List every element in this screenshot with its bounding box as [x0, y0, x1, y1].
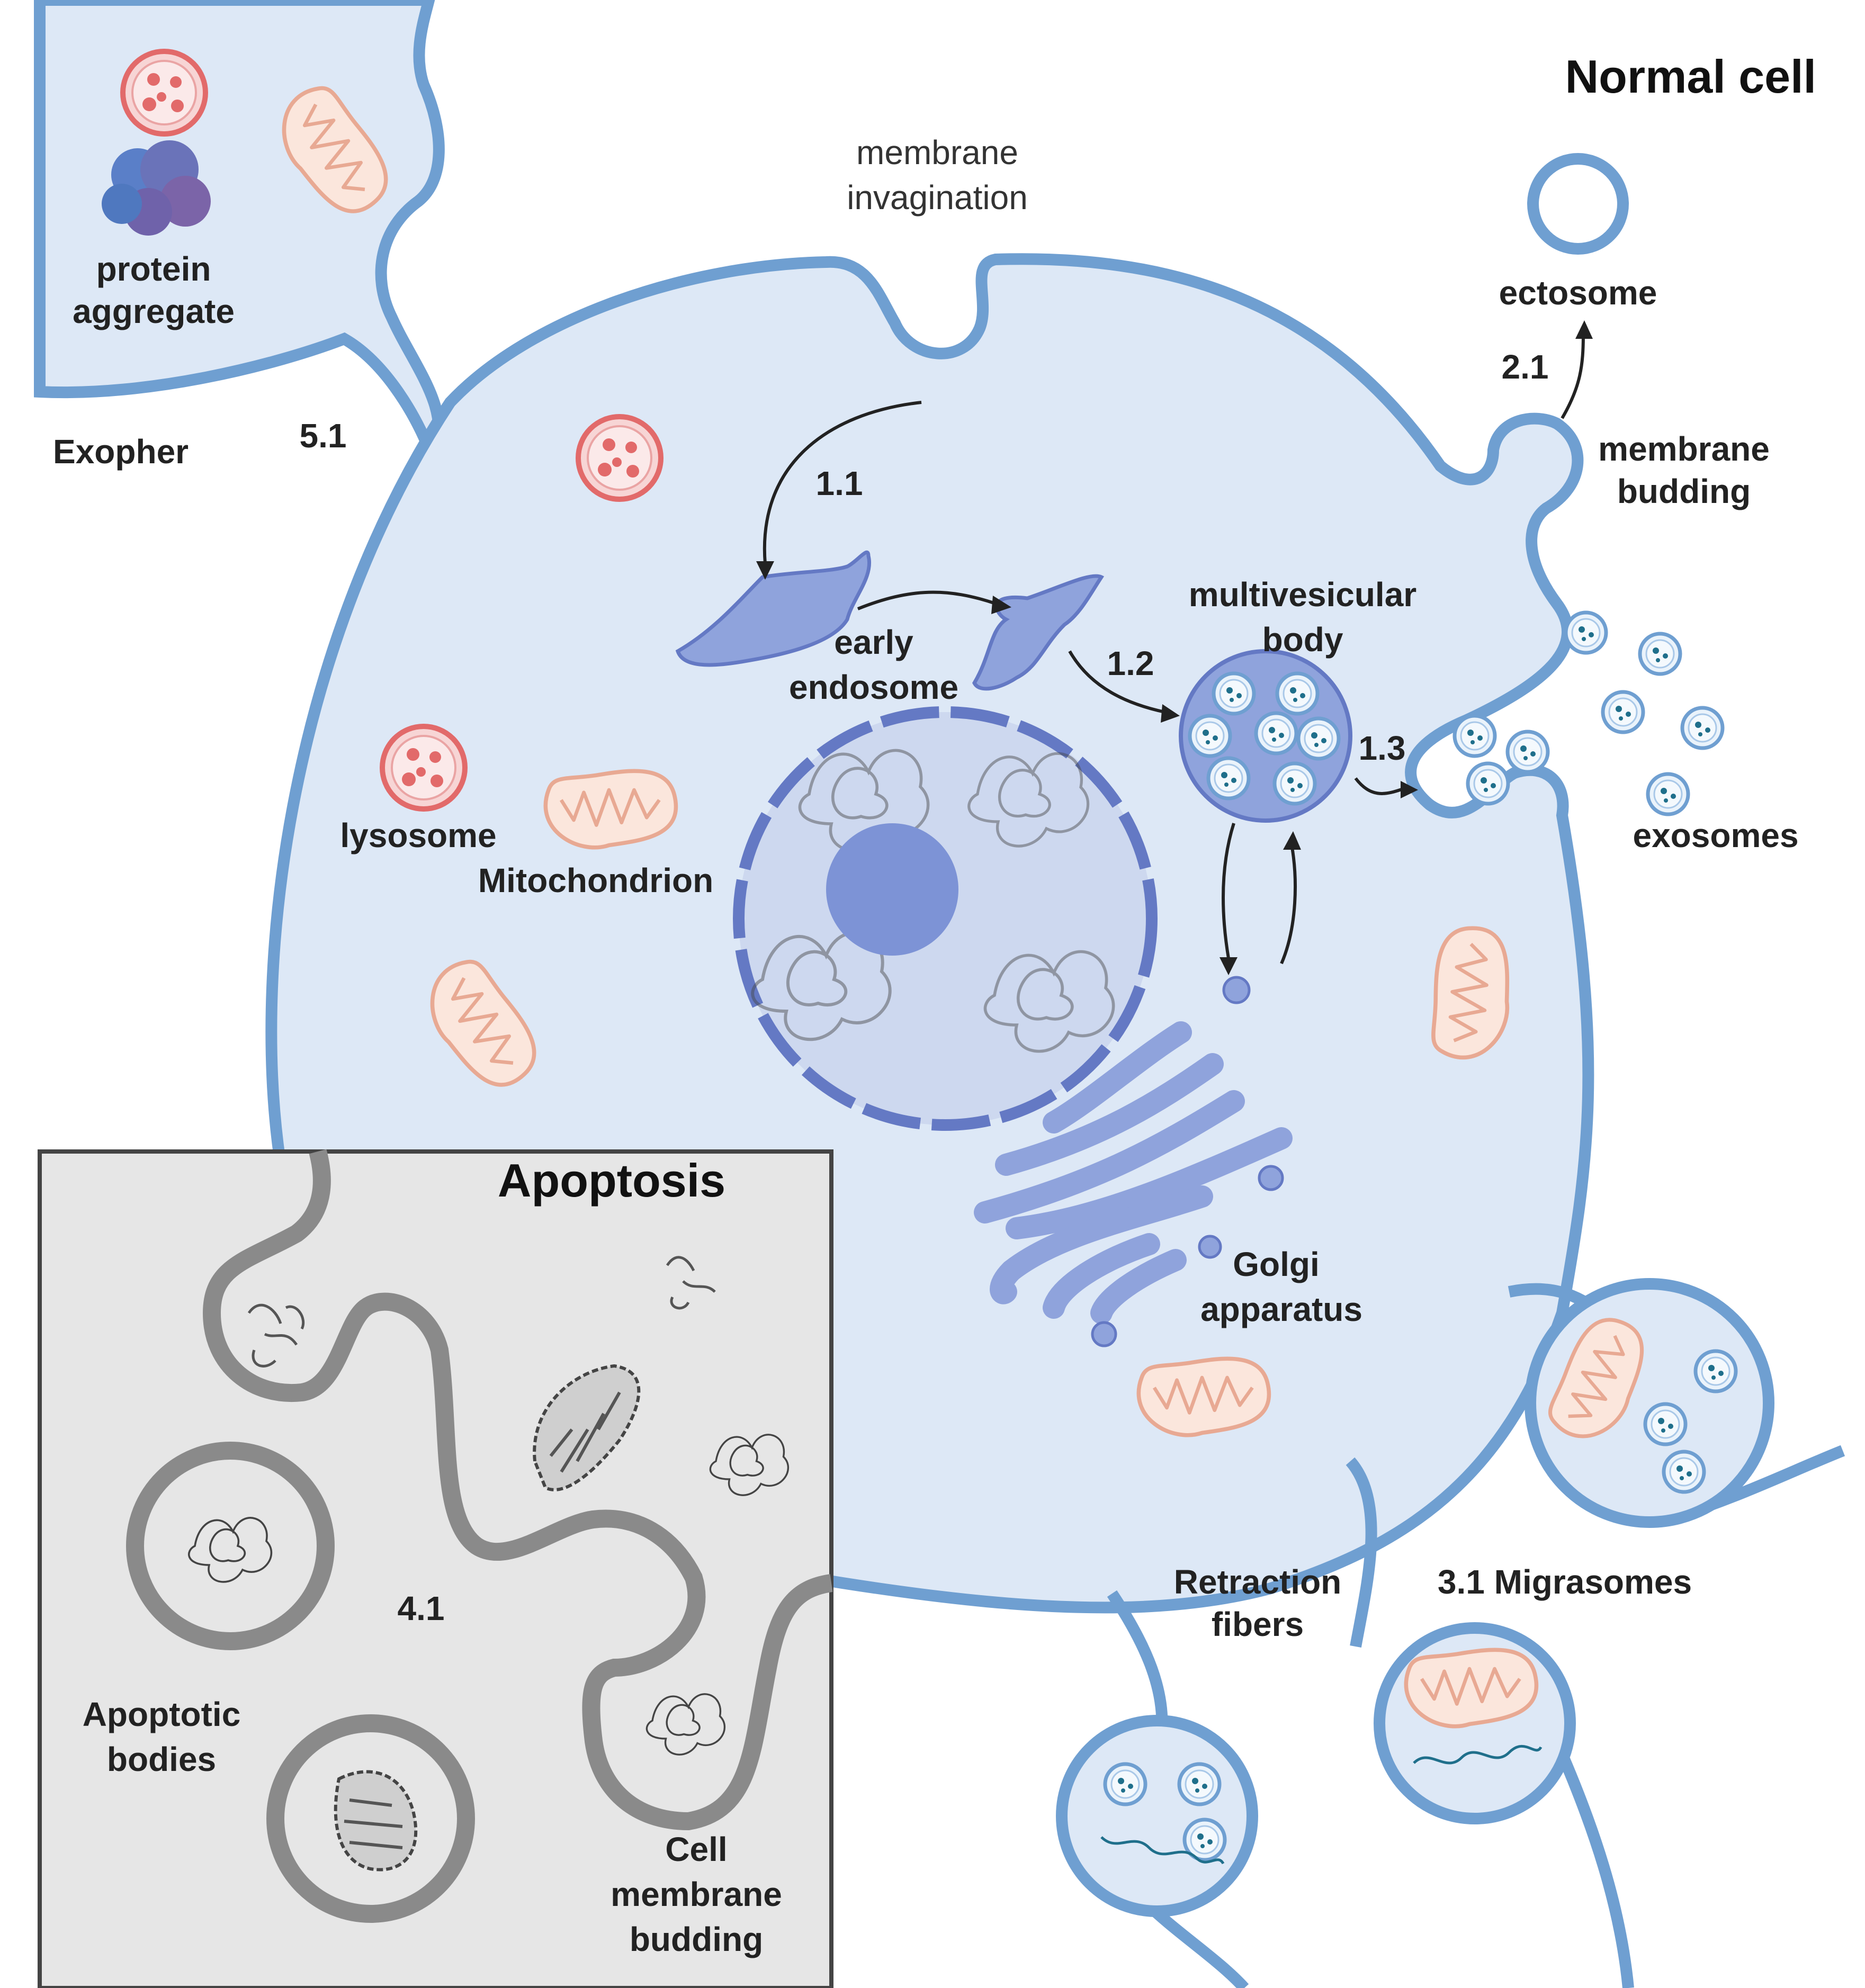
exosomes-label: exosomes [1633, 816, 1798, 854]
early-endosome-label-1: early [834, 623, 913, 661]
lysosome-label: lysosome [340, 816, 496, 854]
mitochondrion-label: Mitochondrion [478, 861, 713, 899]
apoptosis-title: Apoptosis [498, 1154, 725, 1207]
apoptotic-membrane [202, 1149, 833, 1831]
mvb-label-2: body [1262, 620, 1343, 659]
apoptotic-bodies-label-1: Apoptotic [83, 1695, 241, 1733]
normal-cell-title: Normal cell [1565, 50, 1816, 103]
step-1-2-label: 1.2 [1107, 644, 1154, 682]
step-1-3-label: 1.3 [1359, 729, 1406, 767]
nucleolus [826, 823, 958, 956]
step-1-1-label: 1.1 [816, 464, 863, 502]
mvb-label-1: multivesicular [1189, 575, 1416, 614]
membrane-budding-label-2: budding [1617, 472, 1751, 510]
membrane-invagination-label-1: membrane [856, 133, 1018, 172]
membrane-invagination-label-2: invagination [847, 178, 1028, 217]
cell-membrane-budding-label-1: Cell [665, 1830, 727, 1868]
golgi-label-2: apparatus [1200, 1290, 1362, 1328]
cell-membrane-budding-label-3: budding [630, 1920, 763, 1958]
retraction-fibers-label-2: fibers [1212, 1605, 1304, 1643]
step-2-1-label: 2.1 [1502, 348, 1549, 386]
exopher-label: Exopher [53, 433, 189, 471]
golgi-apparatus [974, 1021, 1293, 1324]
retraction-fibers-label-1: Retraction [1174, 1563, 1342, 1601]
golgi-label-1: Golgi [1233, 1245, 1320, 1283]
apoptotic-bodies-label-2: bodies [107, 1740, 216, 1778]
migrasomes-label: 3.1 Migrasomes [1438, 1563, 1692, 1601]
damaged-mitochondrion-1 [533, 1364, 641, 1491]
early-endosome-1 [675, 550, 872, 667]
damaged-mitochondrion-2 [334, 1770, 418, 1872]
exopher-vesicle [34, 0, 445, 469]
ectosome-vesicle [1527, 153, 1629, 255]
pathway-arrows [763, 401, 1404, 965]
cell-membrane-budding-label-2: membrane [611, 1875, 782, 1913]
step-4-1-label: 4.1 [398, 1589, 445, 1627]
ectosome-arrow [1561, 333, 1585, 419]
migrasome-small-1 [1056, 1715, 1258, 1917]
protein-aggregate-label-1: protein [96, 250, 211, 288]
apoptotic-body-1 [126, 1442, 335, 1650]
membrane-budding-label-1: membrane [1598, 430, 1770, 468]
step-5-1-label: 5.1 [300, 417, 347, 455]
retraction-fiber-2 [1346, 1457, 1634, 1988]
early-endosome-label-2: endosome [789, 668, 958, 706]
protein-aggregate-label-2: aggregate [73, 292, 235, 330]
ectosome-label: ectosome [1499, 274, 1657, 312]
protein-aggregate-shape [102, 140, 211, 236]
fragmented-dna-1 [247, 1256, 716, 1368]
